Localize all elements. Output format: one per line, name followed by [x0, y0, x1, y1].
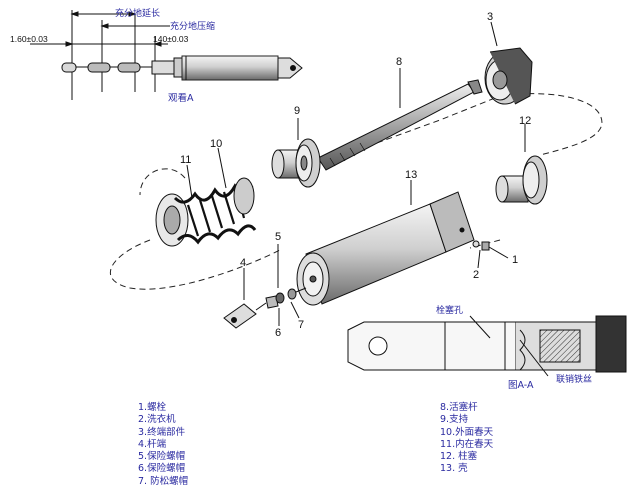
lock-wire-callout: 联销铁丝 — [556, 373, 592, 385]
legend-item: 11.内在春天 — [440, 438, 494, 450]
legend-item: 12. 柱塞 — [440, 451, 478, 463]
view-a-detail — [30, 10, 303, 100]
part-number-5: 5 — [275, 231, 281, 243]
part-number-13: 13 — [405, 169, 417, 181]
part-number-2: 2 — [473, 269, 479, 281]
legend-item: 10.外面春天 — [440, 426, 494, 438]
fully-extended-label: 充分地延长 — [115, 7, 160, 19]
shell-part — [296, 191, 475, 306]
part-number-12: 12 — [519, 115, 531, 127]
terminal-part — [484, 47, 533, 105]
legend-item: 2.洗衣机 — [138, 414, 176, 426]
part-number-10: 10 — [210, 138, 222, 150]
legend-item: 8.活塞杆 — [440, 402, 478, 413]
legend-item: 7. 防松螺帽 — [138, 475, 189, 487]
part-number-3: 3 — [487, 11, 493, 23]
legend-item: 3.终端部件 — [138, 426, 186, 438]
legend-item: 6.保险螺帽 — [138, 463, 186, 475]
part-number-9: 9 — [294, 105, 300, 117]
dimension-right-value: 140±0.03 — [153, 34, 189, 44]
section-a-a — [347, 315, 627, 373]
legend-item: 13. 壳 — [440, 463, 468, 475]
part-number-7: 7 — [298, 319, 304, 331]
part-number-1: 1 — [512, 254, 518, 266]
view-a-caption: 观看A — [168, 92, 194, 104]
legend-item: 1.螺栓 — [138, 402, 167, 413]
part-number-8: 8 — [396, 56, 402, 68]
legend-item: 4.杆端 — [138, 438, 167, 450]
parts-legend-left: 1.螺栓 2.洗衣机 3.终端部件 4.杆端 5.保险螺帽 6.保险螺帽 7. … — [138, 402, 188, 488]
bolt-and-washer — [472, 240, 509, 259]
rod-end-and-nuts — [223, 287, 307, 329]
springs-assembly — [155, 177, 257, 247]
support-part — [271, 138, 321, 188]
part-number-11: 11 — [180, 154, 191, 166]
bolt-hole-callout: 栓塞孔 — [436, 304, 463, 316]
figure-a-caption: 图A-A — [508, 380, 534, 391]
piston-rod — [317, 79, 483, 171]
dimension-left-value: 1.60±0.03 — [10, 34, 48, 44]
legend-item: 9.支持 — [440, 414, 469, 426]
fully-compressed-label: 充分地压缩 — [170, 20, 215, 32]
part-number-6: 6 — [275, 327, 281, 339]
part-number-4: 4 — [240, 257, 246, 269]
plunger-part — [495, 155, 548, 205]
parts-legend-right: 8.活塞杆 9.支持 10.外面春天 11.内在春天 12. 柱塞 13. 壳 — [440, 402, 493, 476]
legend-item: 5.保险螺帽 — [138, 451, 186, 463]
